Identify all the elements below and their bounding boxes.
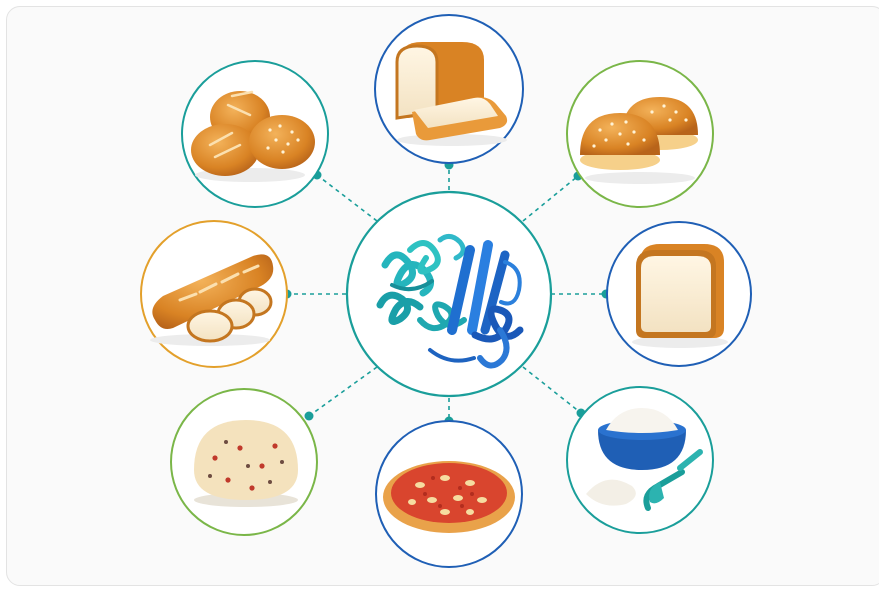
connector-rolls (317, 175, 377, 221)
pizza-icon (376, 421, 522, 567)
protein-structure-icon (347, 192, 551, 396)
dot-dough (305, 412, 314, 421)
bread-slice-icon (607, 222, 751, 366)
bread-rolls-icon (182, 61, 328, 207)
cookie-dough-icon (171, 389, 317, 535)
connector-buns (523, 176, 578, 221)
bread-loaf-icon (375, 15, 523, 163)
connector-flour (523, 367, 581, 413)
flour-bowl-icon (567, 387, 713, 533)
baguette-icon (141, 221, 287, 367)
connector-dough (309, 367, 377, 416)
burger-buns-icon (567, 61, 713, 207)
